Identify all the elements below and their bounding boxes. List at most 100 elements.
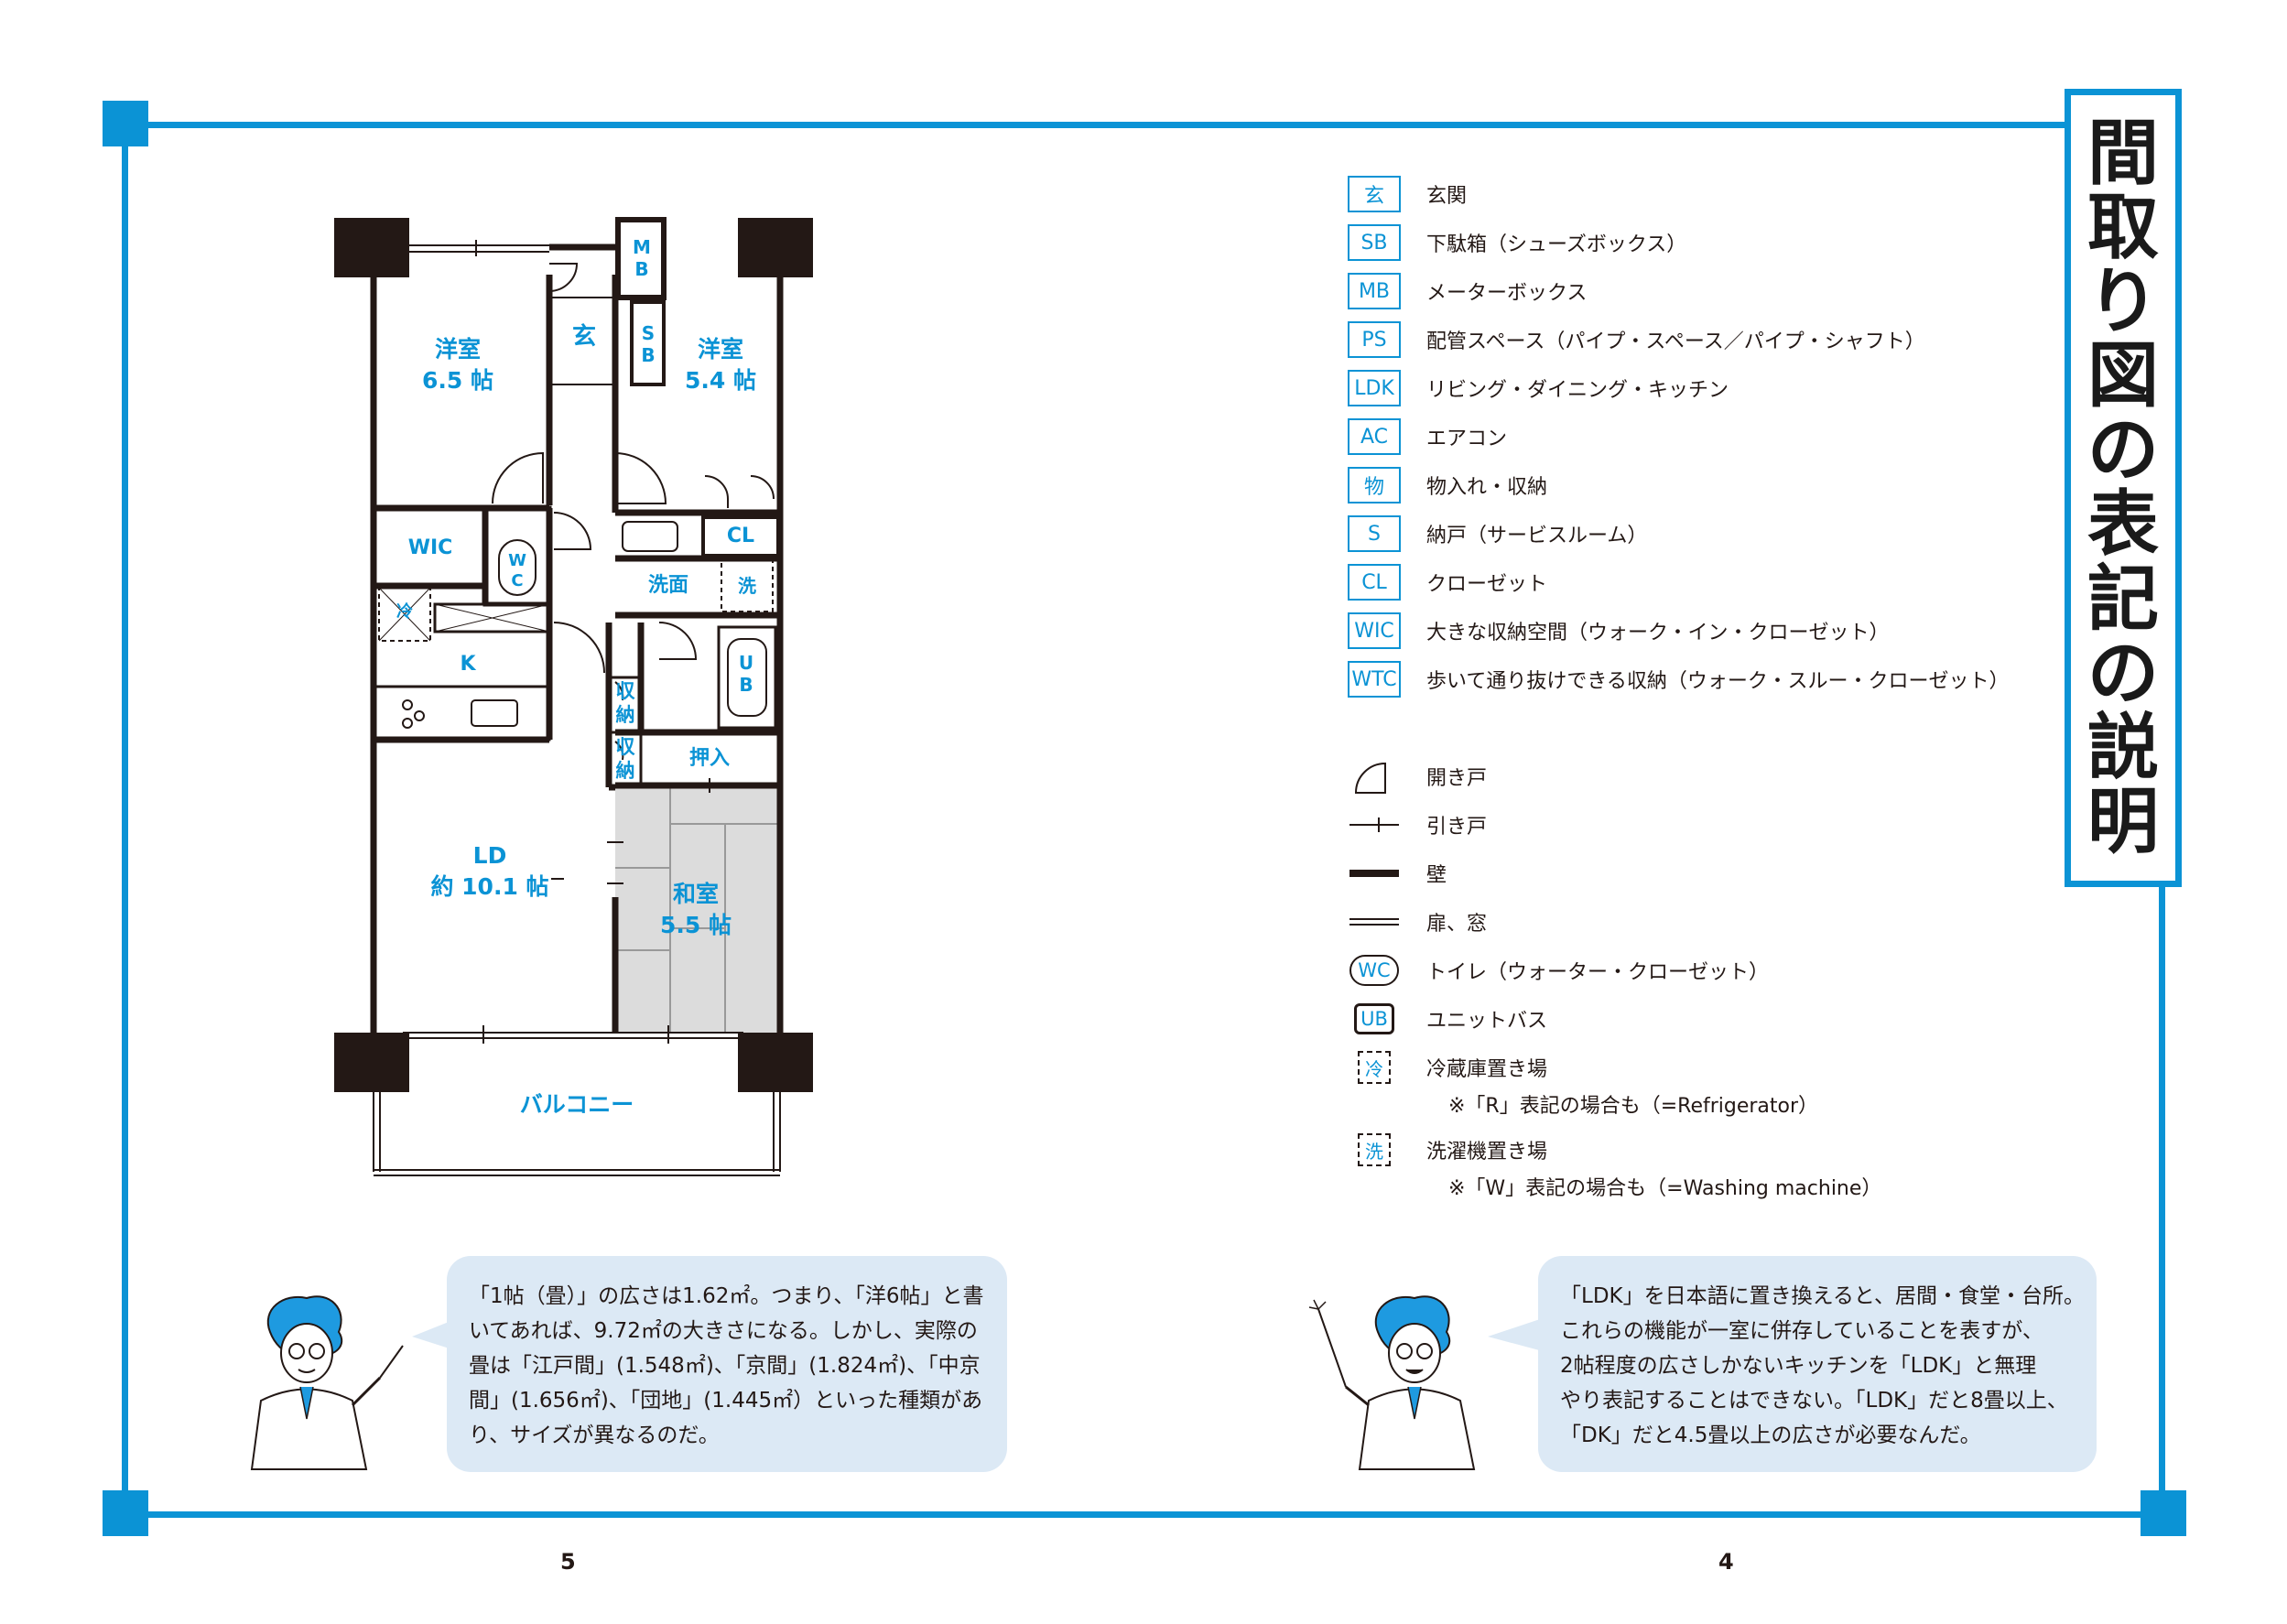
speech-bubble-left: 「1帖（畳）」の広さは1.62㎡。つまり、「洋6帖」と書 いてあれば、9.72㎡…: [447, 1256, 1007, 1472]
legend-code: AC: [1348, 418, 1401, 455]
legend-row: UB ユニットバス: [1348, 1001, 1547, 1037]
legend-row: 洗 洗濯機置き場: [1348, 1131, 1547, 1168]
legend-desc: リビング・ダイニング・キッチン: [1426, 379, 1729, 402]
room-ld: LD 約 10.1 帖: [403, 840, 577, 903]
legend-desc: ユニットバス: [1426, 1010, 1548, 1033]
room-washroom: 洗面: [647, 574, 688, 597]
title-char: 表: [2086, 483, 2159, 567]
room-entrance: 玄: [571, 323, 596, 351]
legend-desc: トイレ（ウォーター・クローゼット）: [1426, 961, 1770, 984]
sb-box: [630, 300, 666, 386]
legend-desc: エアコン: [1426, 428, 1508, 450]
room-mb: M B: [633, 236, 651, 280]
wc-icon: WC: [1348, 952, 1401, 989]
room-storage-2: 収 納: [615, 736, 635, 782]
washbasin: [622, 521, 678, 552]
legend-code: WIC: [1348, 612, 1401, 649]
corner-square-bottom-left: [103, 1490, 148, 1536]
legend-row: CL クローゼット: [1348, 564, 1547, 601]
legend-row: 引き戸: [1348, 807, 1487, 843]
tatami-area: [615, 785, 780, 1033]
legend-row: 扉、窓: [1348, 904, 1487, 940]
ub-icon: UB: [1348, 1001, 1401, 1037]
page-number-left: 5: [560, 1549, 576, 1575]
room-oshiire: 押入: [688, 747, 730, 770]
legend-row: 開き戸: [1348, 758, 1487, 795]
bubble-tail-left: [412, 1318, 458, 1351]
room-size: 5.5 帖: [660, 912, 732, 938]
bubble-line: 「LDK」を日本語に置き換えると、居間・食堂・台所。: [1560, 1284, 2085, 1308]
room-name: LD: [472, 842, 507, 869]
wc-badge: WC: [1349, 955, 1399, 986]
bubble-line: 「DK」だと4.5畳以上の広さが必要なんだ。: [1560, 1424, 1981, 1447]
title-char: の: [2086, 409, 2159, 493]
title-char: 取: [2086, 187, 2159, 270]
legend-desc: メーターボックス: [1426, 282, 1588, 305]
legend-desc: 下駄箱（シューズボックス）: [1426, 233, 1687, 256]
frame-left-line: [122, 126, 128, 1516]
frame-bottom-line: [126, 1511, 2177, 1518]
legend-desc: クローゼット: [1426, 573, 1548, 596]
legend-note: ※「R」表記の場合も（=Refrigerator）: [1448, 1095, 1819, 1118]
sliding-door-icon: [1348, 807, 1401, 843]
legend-code: PS: [1348, 321, 1401, 358]
legend-desc: 大きな収納空間（ウォーク・イン・クローゼット）: [1426, 622, 1890, 644]
vertical-title-box: 間 取 り 図 の 表 記 の 説 明: [2065, 89, 2182, 887]
pillar: [334, 1033, 409, 1092]
fridge-badge: 冷: [1358, 1051, 1391, 1084]
professor-illustration-right: [1308, 1295, 1476, 1470]
legend-note: ※「W」表記の場合も（=Washing machine）: [1448, 1177, 1882, 1200]
legend-row: PS 配管スペース（パイプ・スペース／パイプ・シャフト）: [1348, 321, 1925, 358]
legend-row: WC トイレ（ウォーター・クローゼット）: [1348, 952, 1769, 989]
room-ub: U B: [738, 652, 754, 696]
legend-desc: 冷蔵庫置き場: [1426, 1058, 1548, 1081]
room-wc: W C: [508, 551, 526, 590]
legend-code: WTC: [1348, 661, 1401, 698]
legend-row: LDK リビング・ダイニング・キッチン: [1348, 370, 1729, 406]
room-balcony: バルコニー: [519, 1091, 634, 1118]
title-char: 図: [2086, 335, 2159, 418]
washer-space: [721, 559, 774, 612]
room-name: 洋室: [434, 336, 481, 363]
title-char: 明: [2086, 780, 2159, 863]
room-size: 6.5 帖: [422, 367, 493, 394]
legend-code: S: [1348, 515, 1401, 552]
legend-code: 玄: [1348, 176, 1401, 212]
legend-desc: 引き戸: [1426, 816, 1488, 839]
legend-row: AC エアコン: [1348, 418, 1507, 455]
floor-plan: [334, 217, 813, 1176]
washer-badge: 洗: [1358, 1133, 1391, 1166]
pillar: [738, 218, 813, 277]
legend-desc: 歩いて通り抜けできる収納（ウォーク・スルー・クローゼット）: [1426, 670, 2010, 693]
washer-icon: 洗: [1348, 1131, 1401, 1168]
room-size: 約 10.1 帖: [430, 873, 549, 900]
legend-code: SB: [1348, 224, 1401, 261]
hinged-door-icon: [1348, 758, 1401, 795]
wall-icon: [1348, 855, 1401, 892]
legend-desc: 壁: [1426, 864, 1447, 887]
room-wic: WIC: [407, 536, 453, 559]
pillar: [738, 1033, 813, 1092]
fridge-icon: 冷: [1348, 1049, 1401, 1086]
speech-bubble-right: 「LDK」を日本語に置き換えると、居間・食堂・台所。 これらの機能が一室に併存し…: [1538, 1256, 2097, 1472]
kitchen-counter: [372, 685, 551, 742]
legend-desc: 物入れ・収納: [1426, 476, 1548, 499]
legend-row: SB 下駄箱（シューズボックス）: [1348, 224, 1686, 261]
room-cl: CL: [726, 525, 755, 547]
bubble-line: り、サイズが異なるのだ。: [469, 1424, 720, 1447]
legend-code: MB: [1348, 273, 1401, 309]
bubble-line: やり表記することはできない。「LDK」だと8畳以上、: [1560, 1389, 2068, 1413]
corner-square-bottom-right: [2141, 1490, 2186, 1536]
legend-code: 物: [1348, 467, 1401, 503]
room-name: 洋室: [697, 336, 743, 363]
room-western-1: 洋室 6.5 帖: [407, 334, 508, 396]
title-char: 説: [2086, 706, 2159, 789]
title-char: り: [2086, 261, 2159, 344]
legend-row: 冷 冷蔵庫置き場: [1348, 1049, 1547, 1086]
room-sb: S B: [641, 322, 656, 366]
legend-row: 物 物入れ・収納: [1348, 467, 1547, 503]
fridge-space: [378, 587, 431, 642]
frame-right-line: [2159, 884, 2165, 1516]
mb-box: [615, 217, 667, 300]
